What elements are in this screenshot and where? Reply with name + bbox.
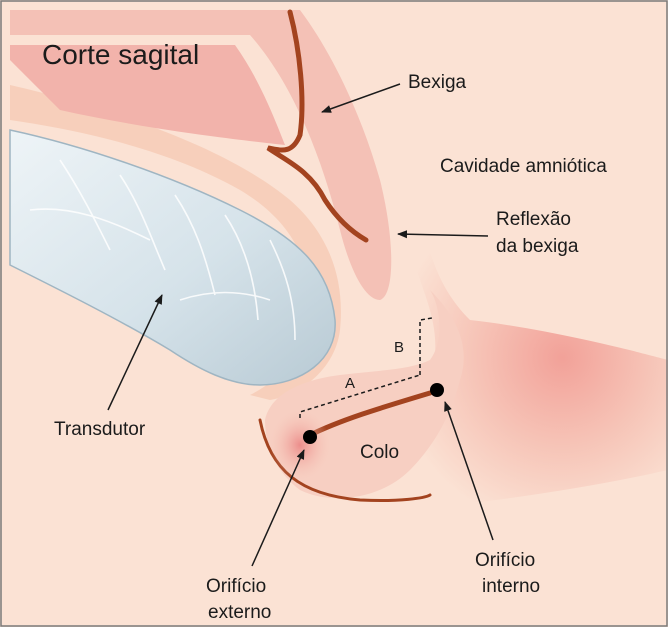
label-orificio-interno-1: Orifício (475, 550, 535, 571)
diagram-title: Corte sagital (42, 39, 199, 70)
label-orificio-interno-2: interno (482, 576, 540, 597)
label-measure-b: B (394, 339, 404, 356)
label-transdutor: Transdutor (54, 419, 146, 440)
external-os-glow (270, 410, 330, 480)
label-da-bexiga: da bexiga (496, 236, 579, 257)
external-os-marker (303, 430, 317, 444)
label-measure-a: A (345, 375, 355, 392)
label-orificio-externo-1: Orifício (206, 576, 266, 597)
label-bexiga: Bexiga (408, 72, 467, 93)
label-colo: Colo (360, 442, 399, 463)
label-reflexao: Reflexão (496, 209, 571, 230)
label-cavidade-amniotica: Cavidade amniótica (440, 156, 607, 177)
internal-os-marker (430, 383, 444, 397)
label-orificio-externo-2: externo (208, 602, 271, 623)
